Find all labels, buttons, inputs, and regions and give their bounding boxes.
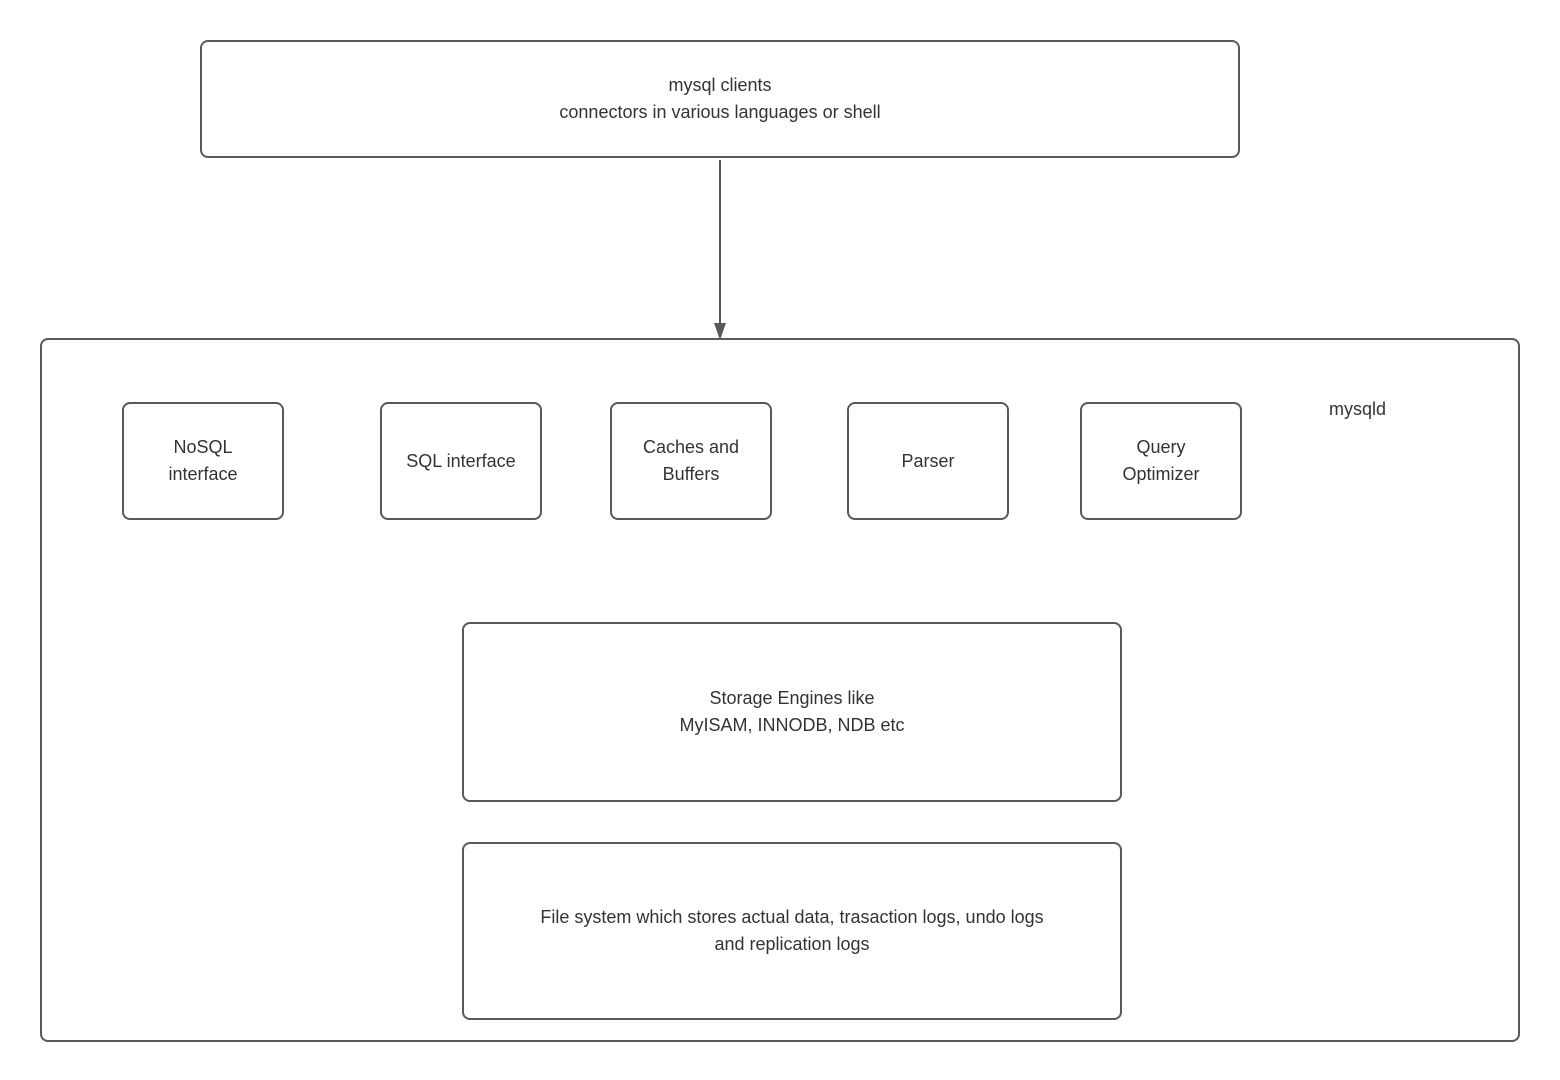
file-system-label: File system which stores actual data, tr…	[540, 907, 1044, 954]
mysqld-label: mysqld	[1329, 399, 1387, 419]
mysql-clients-box: mysql clients connectors in various lang…	[200, 40, 1240, 158]
nosql-interface-label: NoSQL interface	[168, 437, 238, 484]
parser-box: Parser	[847, 402, 1009, 520]
file-system-box: File system which stores actual data, tr…	[462, 842, 1122, 1020]
query-optimizer-box: Query Optimizer	[1080, 402, 1242, 520]
sql-interface-label: SQL interface	[406, 450, 516, 471]
caches-and-buffers-box: Caches and Buffers	[610, 402, 772, 520]
mysql-clients-box-label: mysql clients connectors in various lang…	[559, 75, 881, 122]
caches-and-buffers-label: Caches and Buffers	[642, 437, 740, 484]
storage-engines-label: Storage Engines like MyISAM, INNODB, NDB…	[679, 688, 905, 735]
nosql-interface-box: NoSQL interface	[122, 402, 284, 520]
query-optimizer-label: Query Optimizer	[1122, 437, 1200, 484]
sql-interface-box: SQL interface	[380, 402, 542, 520]
parser-label: Parser	[901, 450, 955, 471]
down-arrow-connector	[714, 160, 726, 340]
mysqld-container-box: mysqld NoSQL interface SQL interface Cac…	[40, 338, 1520, 1042]
storage-engines-box: Storage Engines like MyISAM, INNODB, NDB…	[462, 622, 1122, 802]
